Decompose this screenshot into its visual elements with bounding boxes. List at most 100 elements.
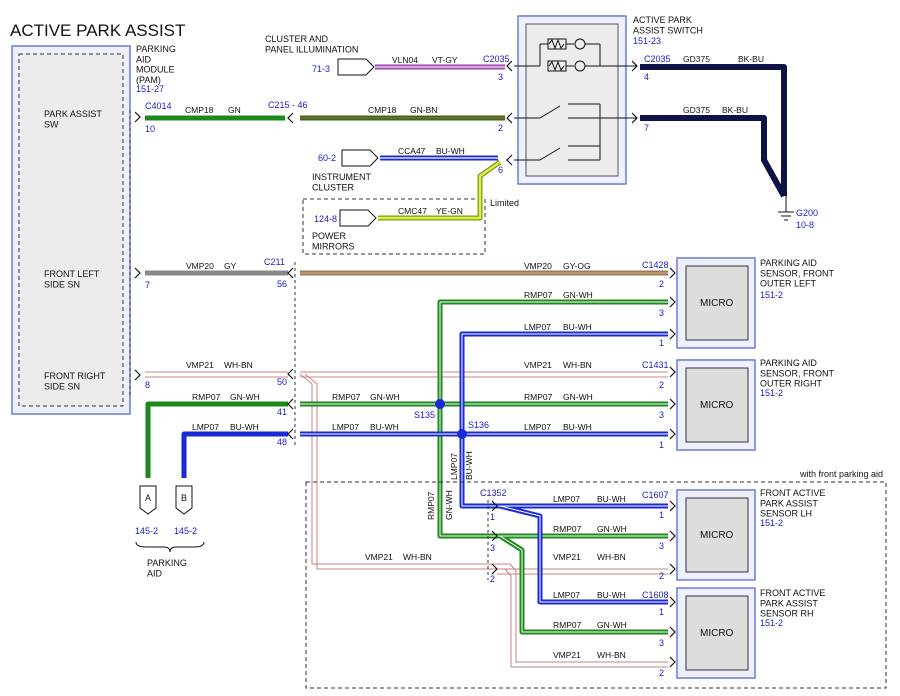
wl-bkbub: BK-BU — [722, 105, 748, 115]
pin-10: 10 — [145, 124, 155, 134]
s2-pin-2: 2 — [659, 380, 664, 390]
s2-pin-3: 3 — [659, 410, 664, 420]
wires-group — [145, 64, 787, 668]
pin-6-switch: 6 — [498, 165, 503, 175]
wl-lmp07-v: LMP07 — [449, 453, 459, 480]
wl-vln04: VLN04 — [392, 55, 418, 65]
wl-lmp07-6: LMP07 — [553, 590, 580, 600]
wl-rmp07-6: RMP07 — [553, 620, 582, 630]
sensor-2-ref: 151-2 — [760, 388, 783, 398]
wl-whbne: WH-BN — [597, 650, 626, 660]
wl-gn: GN — [228, 105, 241, 115]
wl-gnwh-v: GN-WH — [444, 490, 454, 520]
pin-41: 41 — [277, 407, 287, 417]
c1352-pin-1: 1 — [490, 512, 495, 522]
micro-label-4: MICRO — [700, 628, 734, 639]
wl-cca47: CCA47 — [398, 146, 426, 156]
splice-s135 — [435, 399, 445, 409]
switch-inner-box — [525, 23, 619, 177]
parking-aid-connector-a — [139, 485, 157, 515]
wire-cmc47-inner — [378, 160, 501, 220]
ground-ref: 10-8 — [796, 220, 814, 230]
wl-lmp07-1: LMP07 — [524, 322, 551, 332]
wl-vmp21a: VMP21 — [186, 360, 214, 370]
wl-gyog: GY-OG — [563, 261, 591, 271]
pin-56: 56 — [277, 279, 287, 289]
front-parking-aid-box — [305, 481, 887, 689]
pin-8: 8 — [145, 380, 150, 390]
switch-internals — [514, 38, 636, 161]
sensor-4-ref: 151-2 — [760, 618, 783, 628]
pin-4: 4 — [644, 72, 649, 82]
wl-gnwh-2: GN-WH — [230, 392, 260, 402]
wl-vmp21d: VMP21 — [553, 552, 581, 562]
pin-7-pam: 7 — [145, 280, 150, 290]
limited-dashed-box — [302, 198, 486, 255]
pin-48: 48 — [277, 437, 287, 447]
wire-rmp07-rh — [498, 533, 668, 635]
ground-name: G200 — [796, 208, 818, 218]
c1352-pin-2: 2 — [490, 574, 495, 584]
parking-aid-a-label: A — [145, 493, 151, 503]
sensor-3-ref: 151-2 — [760, 518, 783, 528]
s4-pin-1: 1 — [659, 607, 664, 617]
source-power-mirrors-ref: 124-8 — [314, 214, 337, 224]
wl-rmp07-4: RMP07 — [524, 392, 553, 402]
wl-gnbn: GN-BN — [410, 105, 437, 115]
connector-c2035: C2035 — [483, 54, 510, 64]
wire-vmp21-down-1 — [299, 373, 668, 663]
s3-pin-3: 3 — [659, 541, 664, 551]
wl-gnwh-3: GN-WH — [370, 392, 400, 402]
wl-buwh: BU-WH — [436, 146, 465, 156]
sensor-4-connector: C1608 — [642, 590, 669, 600]
splice-s136-label: S136 — [468, 420, 489, 430]
parking-aid-b-label: B — [181, 493, 187, 503]
sensor-3-connector: C1607 — [642, 490, 669, 500]
wl-gnwh-4: GN-WH — [563, 392, 593, 402]
connector-c4014: C4014 — [145, 101, 172, 111]
wl-lmp07-5: LMP07 — [553, 494, 580, 504]
sensor-1-connector: C1428 — [642, 260, 669, 270]
wl-gnwh-5: GN-WH — [597, 524, 627, 534]
wl-vmp21e: VMP21 — [553, 650, 581, 660]
wl-gnwh-1: GN-WH — [563, 290, 593, 300]
s4-pin-2: 2 — [659, 668, 664, 678]
micro-label-2: MICRO — [700, 400, 734, 411]
parking-aid-a-ref: 145-2 — [135, 526, 158, 536]
wl-buwh-2: BU-WH — [230, 422, 259, 432]
note-front-parking-aid: with front parking aid — [799, 469, 883, 479]
wl-buwh-4: BU-WH — [563, 422, 592, 432]
wl-bkbua: BK-BU — [738, 54, 764, 64]
source-connector-124-8 — [339, 209, 377, 227]
sensor-1-ref: 151-2 — [760, 290, 783, 300]
source-connector-71-3 — [337, 58, 375, 76]
ground-symbol — [778, 196, 794, 221]
splice-s135-label: S135 — [414, 410, 435, 420]
wl-cmc47: CMC47 — [398, 206, 427, 216]
wl-buwh-5: BU-WH — [597, 494, 626, 504]
wl-yegn: YE-GN — [436, 206, 463, 216]
switch-ref: 151-23 — [633, 36, 661, 46]
pin-3-switch: 3 — [498, 72, 503, 82]
wl-rmp07-5: RMP07 — [553, 524, 582, 534]
c1352-pin-3: 3 — [490, 543, 495, 553]
wl-rmp07-3: RMP07 — [332, 392, 361, 402]
wl-rmp07-1: RMP07 — [524, 290, 553, 300]
s1-pin-2: 2 — [659, 279, 664, 289]
wl-gd375b: GD375 — [683, 105, 710, 115]
wl-rmp07-2: RMP07 — [192, 392, 221, 402]
wl-vmp21c: VMP21 — [365, 552, 393, 562]
s4-pin-3: 3 — [659, 638, 664, 648]
